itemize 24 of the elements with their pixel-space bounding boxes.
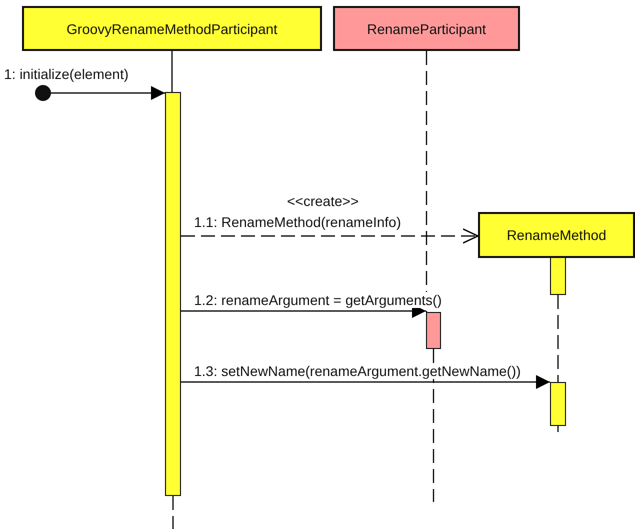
activation-bar xyxy=(550,257,566,295)
participant-name: GroovyRenameMethodParticipant xyxy=(66,20,278,36)
lifeline xyxy=(432,349,434,502)
activation-bar xyxy=(426,312,441,349)
lifeline-header xyxy=(22,6,322,51)
message-arrow xyxy=(181,375,550,389)
message-label: 1: initialize(element) xyxy=(3,66,130,82)
participant-name: RenameMethod xyxy=(506,227,606,243)
activation-bar xyxy=(165,92,181,496)
lifeline xyxy=(557,426,559,432)
message-label: 1.2: renameArgument = getArguments() xyxy=(193,292,443,308)
participant-name: RenameParticipant xyxy=(366,20,486,36)
message-label: 1.1: RenameMethod(renameInfo) xyxy=(193,214,402,230)
message-arrow xyxy=(51,86,165,100)
initial-message-dot xyxy=(35,85,51,101)
lifeline xyxy=(426,51,428,312)
lifeline xyxy=(171,51,173,92)
lifeline xyxy=(172,496,174,529)
lifeline-header xyxy=(333,6,520,51)
lifeline xyxy=(557,295,559,382)
lifeline-header xyxy=(478,212,635,258)
message-arrow xyxy=(181,228,479,244)
activation-bar xyxy=(550,382,566,426)
message-label: 1.3: setNewName(renameArgument.getNewName()) xyxy=(193,363,522,379)
